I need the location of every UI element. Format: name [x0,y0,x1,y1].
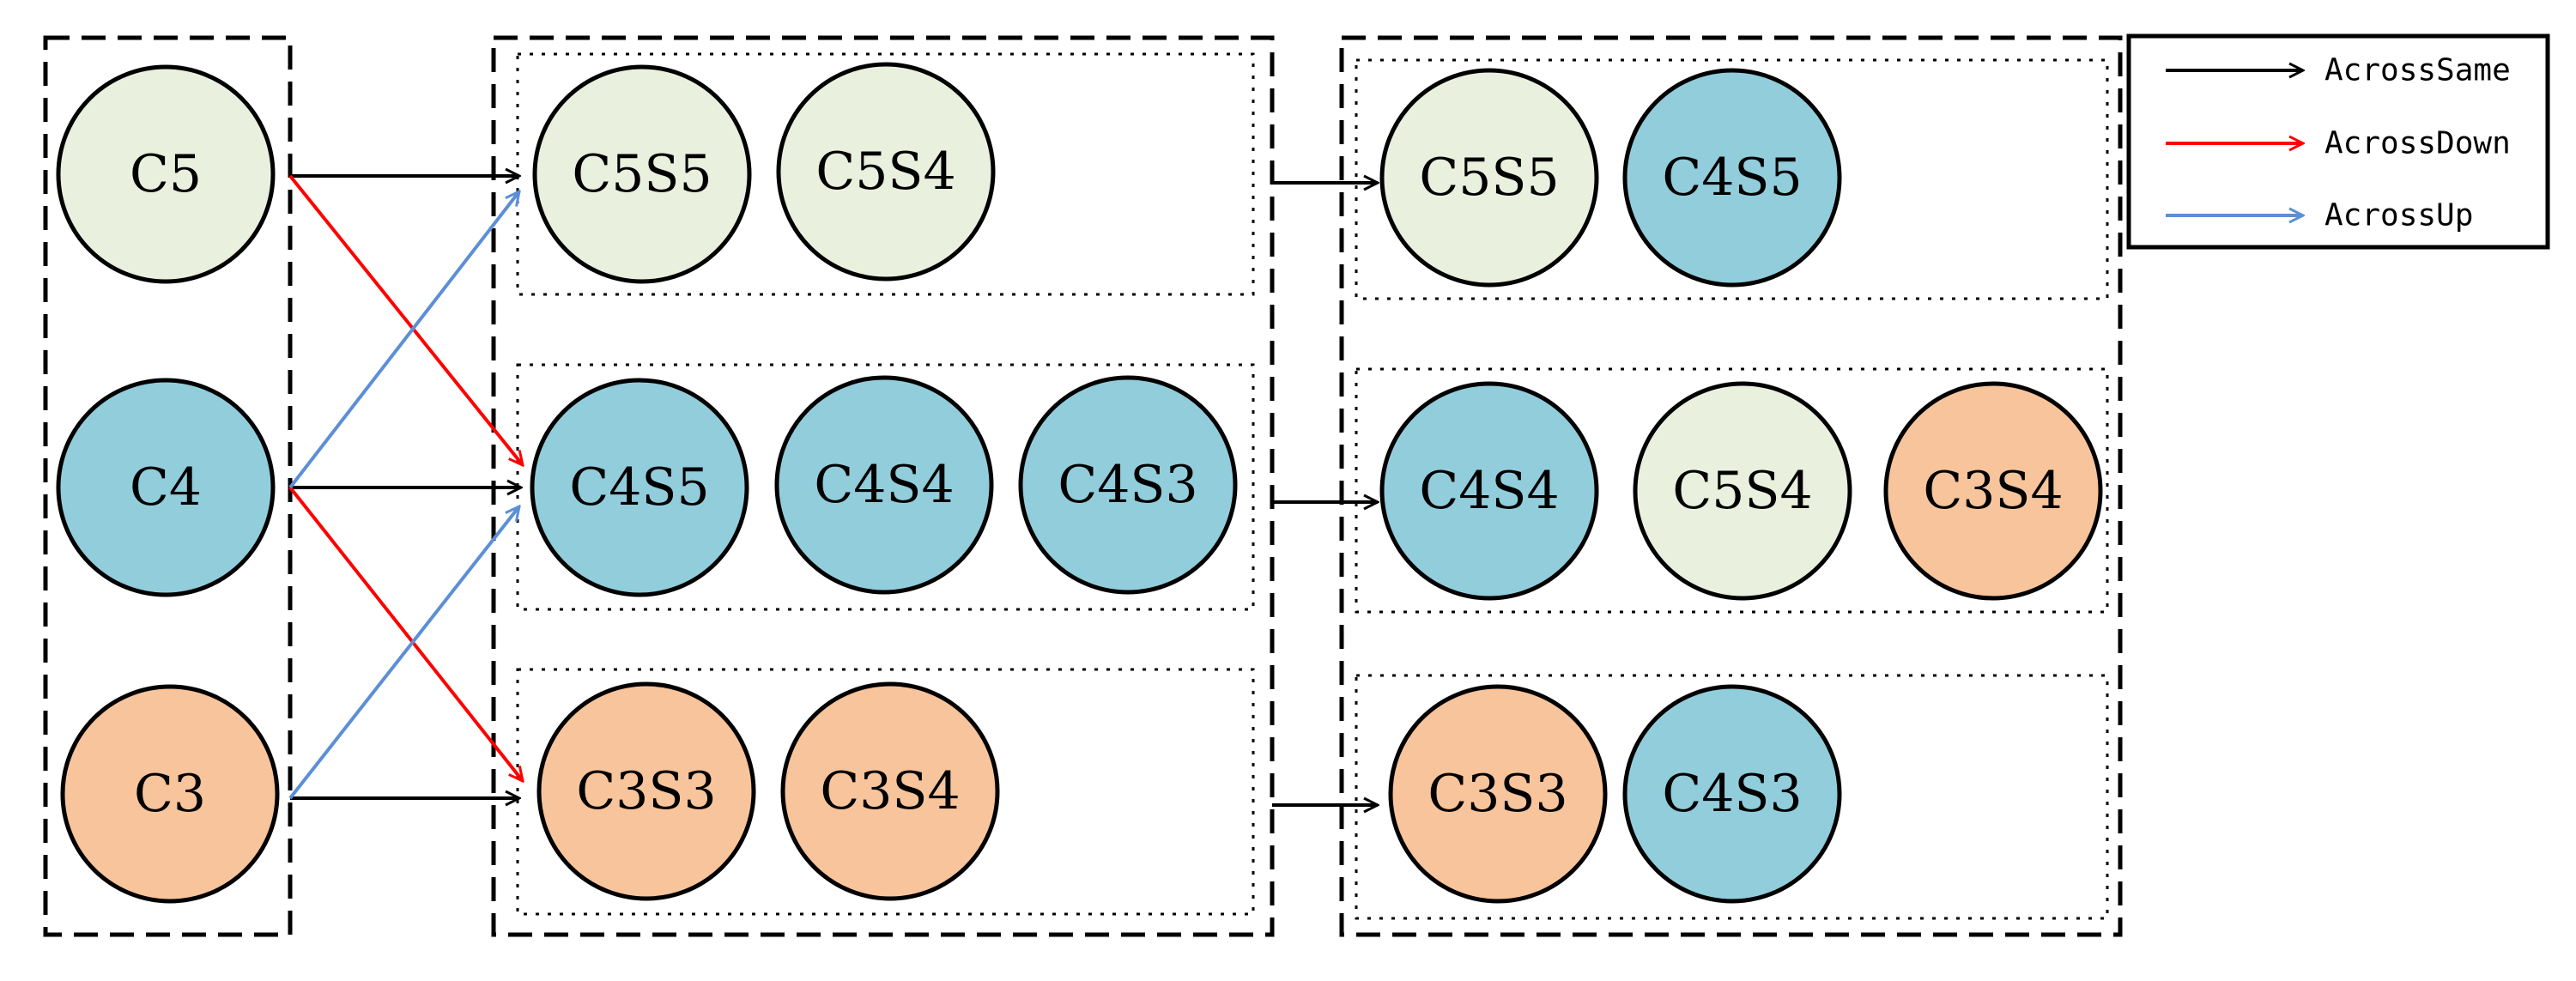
second-row-box-c3 [516,668,1255,916]
level-node: C5 [56,64,276,284]
node-label: C5 [130,144,202,204]
legend-label: AcrossSame [2324,53,2511,88]
arrow-across-up-c3 [288,506,519,800]
node-label: C5S4 [815,142,955,202]
node-label: C3 [134,764,206,824]
node-label: C4 [130,457,202,518]
third-node: C3S4 [1883,381,2103,601]
third-row-box-c5 [1355,58,2109,300]
node-c4s4 [774,375,994,595]
legend-label: AcrossUp [2324,198,2473,233]
node-c4s3 [1622,684,1842,904]
legend-label: AcrossDown [2324,126,2511,161]
node-c4s5 [1622,68,1842,288]
node-label: C4S4 [1419,461,1559,521]
legend-item-across-down: AcrossDown [2166,126,2511,161]
node-label: C5S5 [572,144,712,204]
third-node: C4S5 [1622,68,1842,288]
third-column-box [1339,35,2123,937]
node-c3s3 [1388,684,1608,904]
node-c3s3 [536,681,756,901]
node-label: C4S3 [1058,455,1197,515]
node-c4s3 [1018,375,1238,595]
node-c5s5 [1379,68,1599,288]
second-node: C4S4 [774,375,994,595]
node-label: C4S4 [814,455,954,515]
legend: AcrossSame AcrossDown AcrossUp [2126,33,2550,250]
legend-item-across-up: AcrossUp [2166,198,2473,233]
node-label: C3S4 [820,761,960,821]
node-label: C4S5 [569,457,709,518]
third-node: C4S4 [1379,381,1599,601]
third-node: C3S3 [1388,684,1608,904]
third-node: C5S5 [1379,68,1599,288]
second-node: C5S5 [532,64,752,284]
node-label: C4S3 [1662,764,1802,824]
node-c3s4 [780,681,1000,901]
node-c5s5 [532,64,752,284]
node-c4 [56,378,276,597]
level-node: C3 [60,684,280,904]
node-label: C5S4 [1672,461,1812,521]
third-node: C4S3 [1622,684,1842,904]
node-c5 [56,64,276,284]
third-node: C5S4 [1633,381,1852,601]
arrow-across-up-c4 [288,191,519,489]
node-c5s4 [776,62,996,282]
second-node: C5S4 [776,62,996,282]
third-row-box-c4 [1355,367,2109,614]
arrow-across-down-c5 [288,174,523,465]
arrow-across-down-c4 [288,486,523,781]
node-label: C3S4 [1923,461,2063,521]
legend-item-across-same: AcrossSame [2166,53,2511,88]
second-row-box-c5 [516,52,1255,296]
node-label: C4S5 [1662,148,1802,208]
node-c3 [60,684,280,904]
third-row-box-c3 [1355,674,2109,920]
node-label: C3S3 [576,761,716,821]
second-node: C3S4 [780,681,1000,901]
second-node: C4S5 [530,378,749,597]
second-node: C3S3 [536,681,756,901]
node-label: C3S3 [1427,764,1567,824]
second-row-box-c4 [516,363,1255,611]
node-c5s4 [1633,381,1852,601]
node-c4s4 [1379,381,1599,601]
node-c3s4 [1883,381,2103,601]
node-c4s5 [530,378,749,597]
node-label: C5S5 [1419,148,1559,208]
second-node: C4S3 [1018,375,1238,595]
level-node: C4 [56,378,276,597]
